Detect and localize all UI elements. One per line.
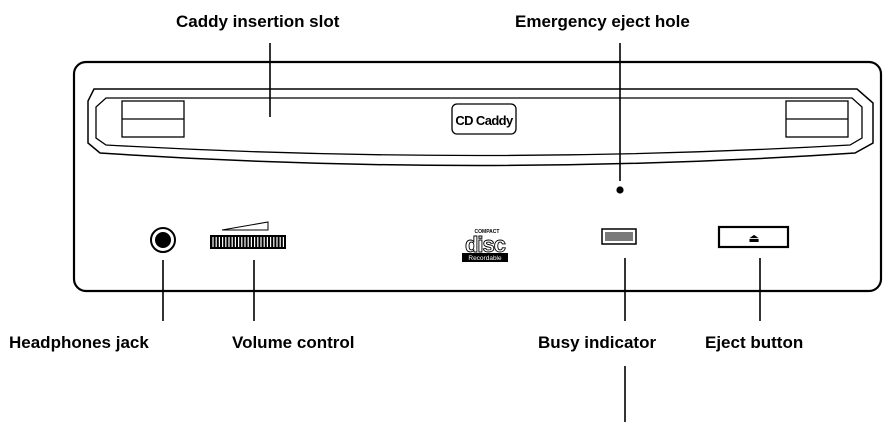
left-slot-latch xyxy=(121,100,185,138)
busy-indicator xyxy=(601,228,637,245)
right-slot-latch xyxy=(785,100,849,138)
label-busy-indicator: Busy indicator xyxy=(538,333,657,352)
cd-caddy-badge: CD Caddy xyxy=(455,113,514,128)
volume-ramp-icon xyxy=(221,221,269,231)
label-caddy-insertion-slot: Caddy insertion slot xyxy=(176,12,340,31)
label-emergency-eject-hole: Emergency eject hole xyxy=(515,12,690,31)
headphones-jack[interactable] xyxy=(150,227,176,253)
label-volume-control: Volume control xyxy=(232,333,355,352)
label-eject-button: Eject button xyxy=(705,333,804,352)
logo-recordable-text: Recordable xyxy=(468,255,502,262)
label-headphones-jack: Headphones jack xyxy=(9,333,149,352)
volume-control[interactable] xyxy=(210,221,286,249)
eject-button[interactable]: ⏏ xyxy=(717,225,790,249)
logo-compact-text: COMPACT xyxy=(475,229,500,235)
emergency-eject-hole[interactable] xyxy=(616,186,624,194)
cd-caddy-badge-frame xyxy=(451,103,517,135)
eject-icon: ⏏ xyxy=(748,231,759,245)
compact-disc-recordable-logo: COMPACT disc Recordable xyxy=(462,229,508,262)
